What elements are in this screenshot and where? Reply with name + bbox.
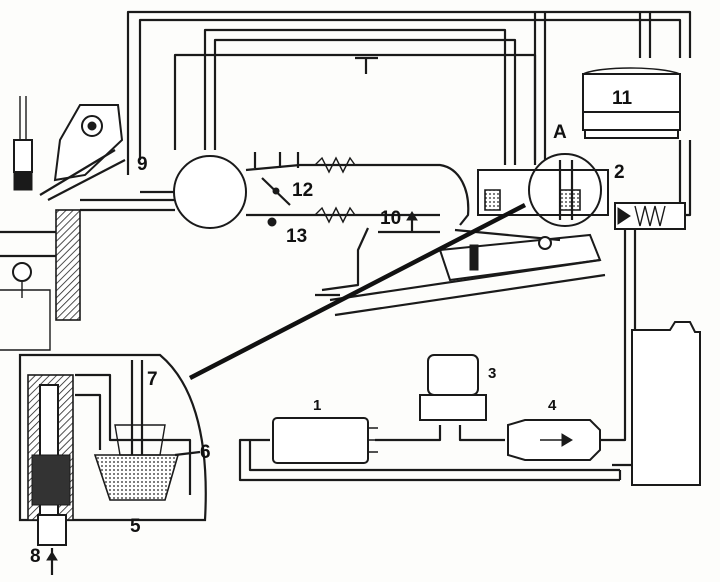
label-9: 9 [137,154,148,175]
label-12: 12 [292,180,313,201]
intake-manifold [140,152,470,229]
label-A: A [553,122,567,143]
part-11-reservoir [582,67,681,139]
label-13: 13 [286,226,307,247]
pressure-regulator [614,202,686,230]
label-4: 4 [548,397,557,414]
label-11: 11 [612,88,633,109]
label-5: 5 [130,516,141,537]
label-2: 2 [614,162,625,183]
label-1: 1 [313,397,321,414]
part-3-fuel-pump [419,354,487,421]
lower-fuel-lines [238,230,637,482]
part-1-accumulator [272,417,378,464]
fuel-tank [612,321,701,486]
fuel-distributor [315,153,609,317]
engine-left-section [0,96,175,351]
detail-inset [18,353,207,575]
part-4-fuel-filter [507,419,601,461]
label-10: 10 [380,208,401,229]
label-8: 8 [30,546,41,567]
label-7: 7 [147,369,158,390]
detail-leader-line [188,203,527,380]
upper-fuel-lines [126,10,692,217]
label-6: 6 [200,442,211,463]
label-3: 3 [488,365,496,382]
